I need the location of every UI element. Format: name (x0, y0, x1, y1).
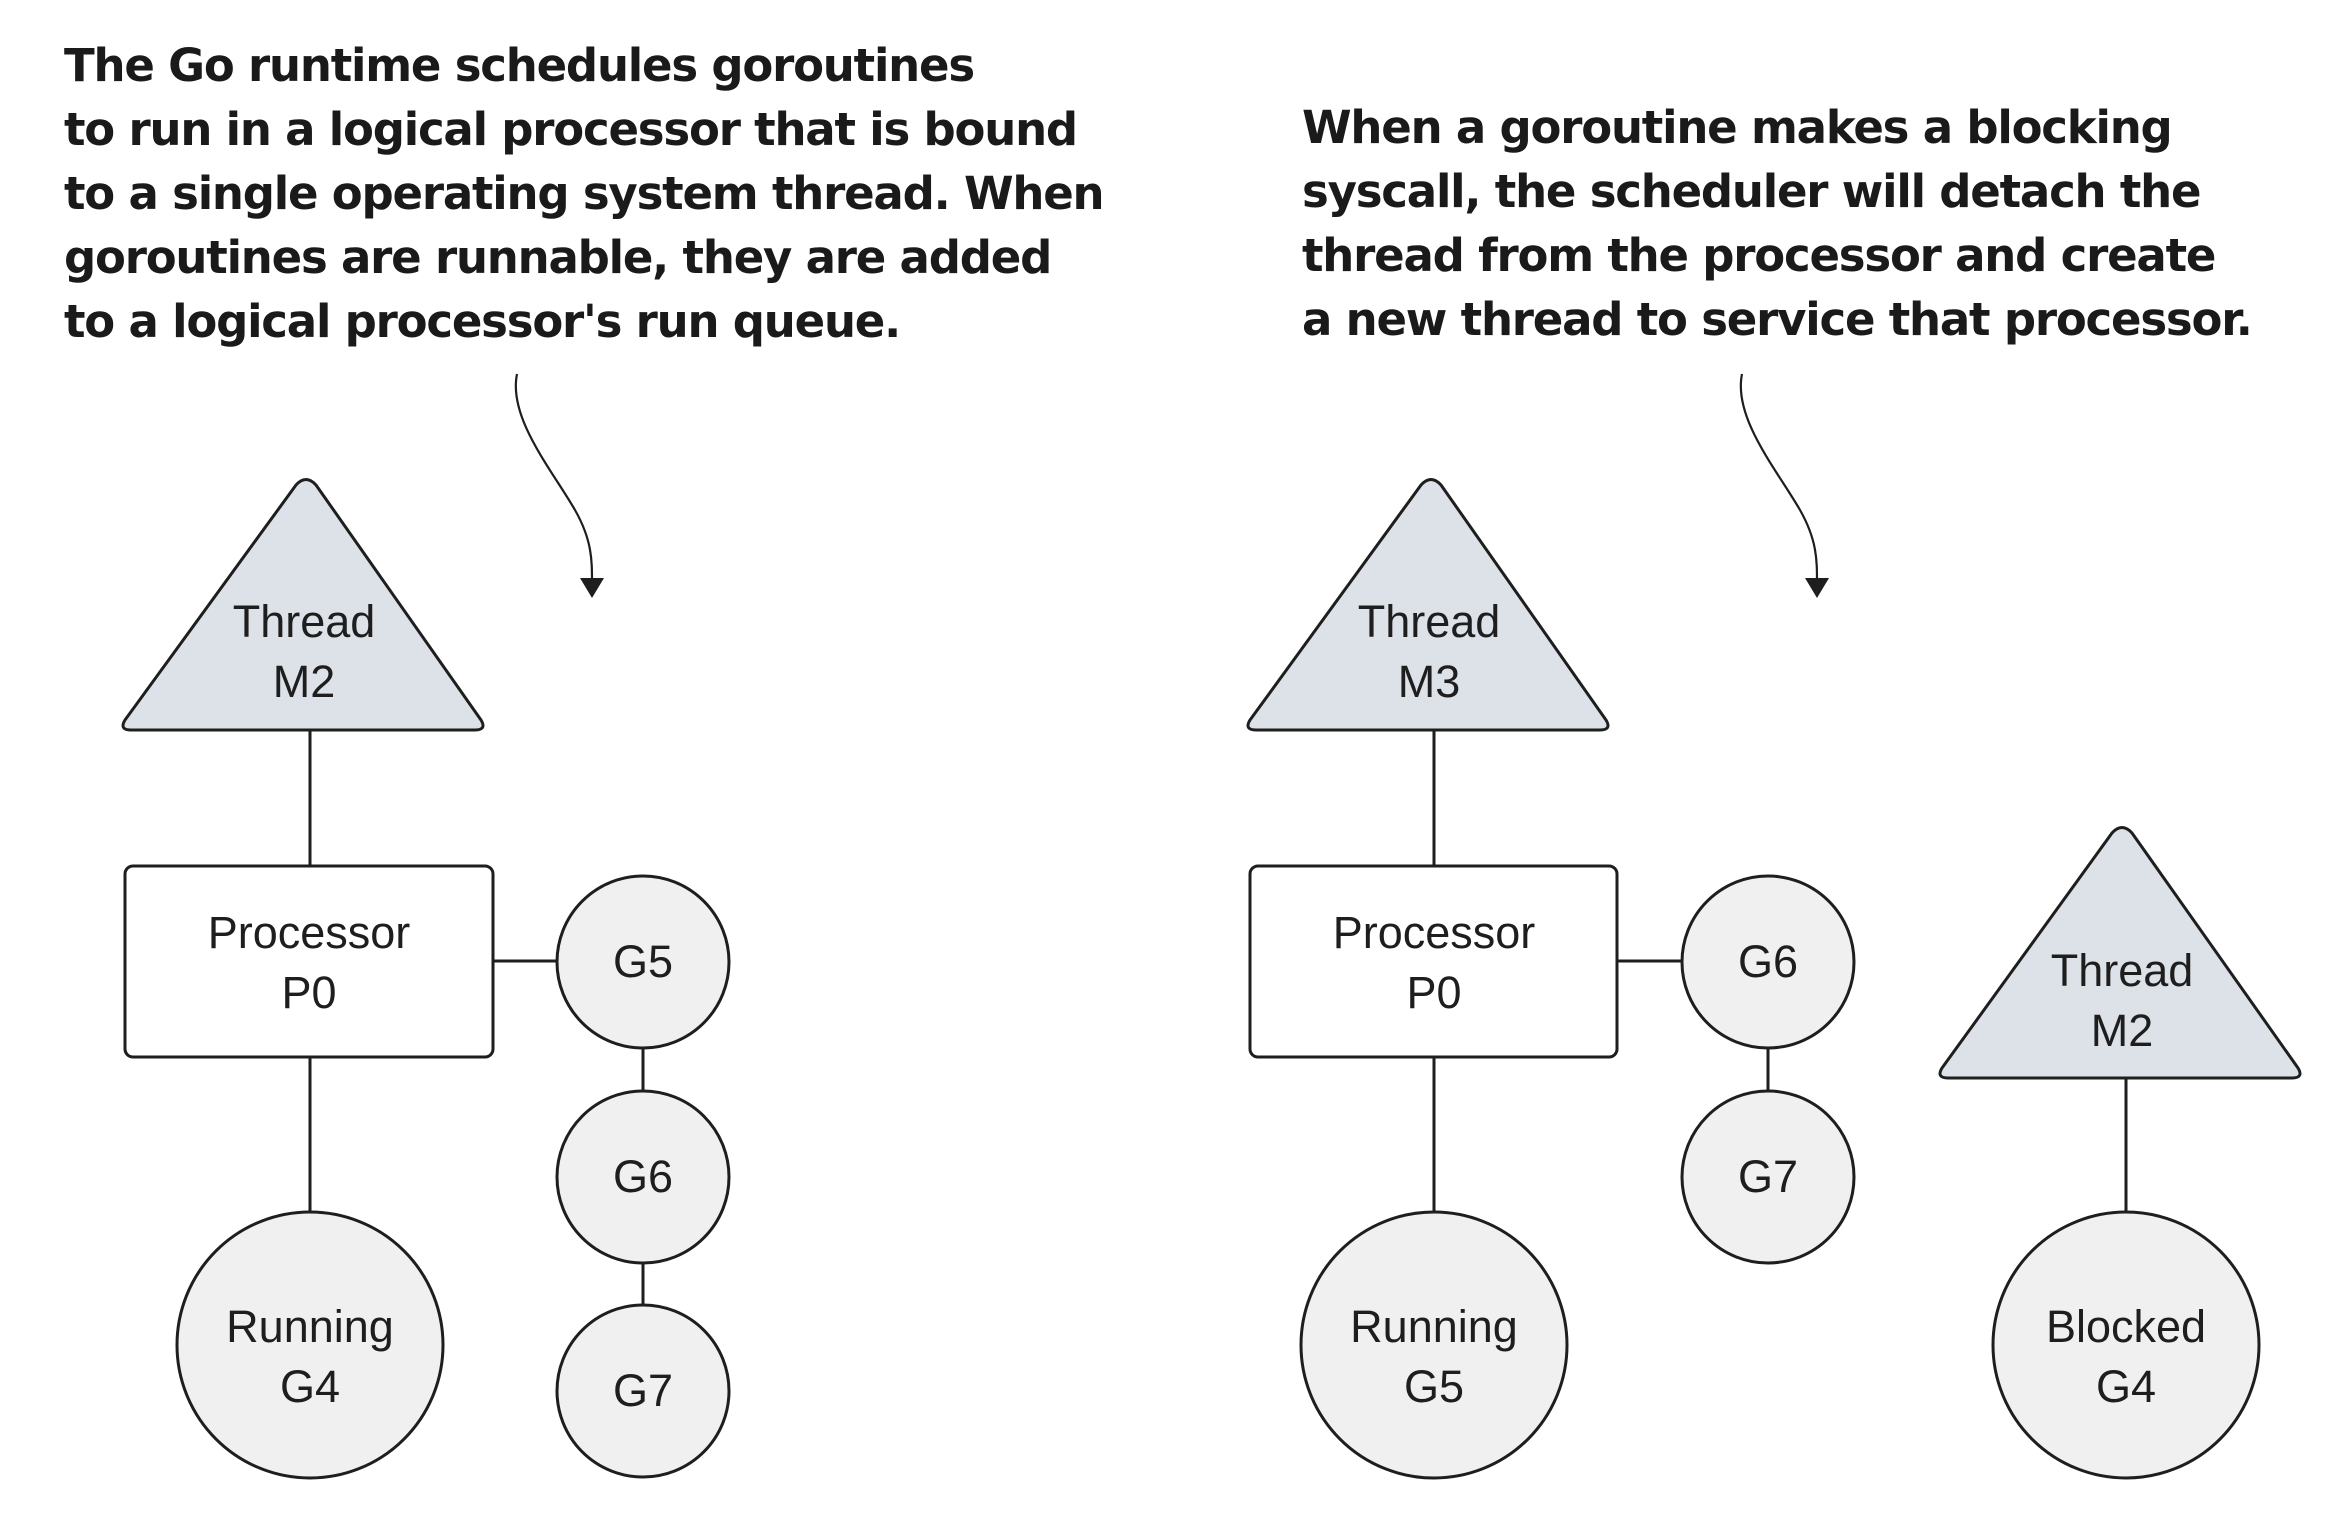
caption-right-line: a new thread to service that processor. (1302, 293, 2253, 346)
queued-goroutine (1680, 874, 1856, 1050)
caption-left: The Go runtime schedules goroutines to r… (64, 34, 1105, 354)
queued-goroutine (555, 1089, 731, 1265)
queued-goroutine (1680, 1089, 1856, 1265)
queued-goroutine (555, 874, 731, 1050)
caption-left-line: goroutines are runnable, they are added (64, 231, 1052, 284)
thread-triangle (1246, 478, 1610, 732)
caption-left-line: to a logical processor's run queue. (64, 295, 901, 348)
blocked-id: G4 (2096, 1361, 2156, 1412)
caption-left-line: to run in a logical processor that is bo… (64, 103, 1078, 156)
caption-left-line: The Go runtime schedules goroutines (64, 39, 975, 92)
caption-left-line: to a single operating system thread. Whe… (64, 167, 1105, 220)
processor-id: P0 (281, 967, 336, 1018)
right-panel: Thread M3 Processor P0 Running G5 G6 G7 … (1246, 373, 2302, 1480)
processor-box (123, 864, 495, 1059)
queued-goroutine-label: G6 (613, 1151, 673, 1202)
queued-goroutine-label: G5 (613, 936, 673, 987)
thread-triangle (121, 478, 485, 732)
thread-id: M2 (273, 656, 336, 707)
callout-arrowhead-left (580, 578, 604, 598)
callout-arrow-right (1739, 373, 1819, 583)
processor-label: Processor (208, 907, 411, 958)
thread-id: M3 (1398, 656, 1461, 707)
running-goroutine (1299, 1210, 1569, 1480)
caption-right-line: syscall, the scheduler will detach the (1302, 165, 2202, 218)
running-id: G4 (280, 1361, 340, 1412)
left-panel: Thread M2 Processor P0 Running G4 G5 G6 … (121, 373, 731, 1480)
callout-arrowhead-right (1805, 578, 1829, 598)
processor-id: P0 (1406, 967, 1461, 1018)
callout-arrow-left (514, 373, 594, 583)
blocked-label: Blocked (2046, 1301, 2206, 1352)
blocked-goroutine (1991, 1210, 2261, 1480)
detached-thread-id: M2 (2091, 1005, 2154, 1056)
caption-right: When a goroutine makes a blocking syscal… (1302, 96, 2253, 352)
caption-right-line: When a goroutine makes a blocking (1302, 101, 2173, 154)
running-label: Running (226, 1301, 394, 1352)
detached-thread-triangle (1938, 826, 2302, 1080)
queued-goroutine-label: G7 (1738, 1151, 1798, 1202)
thread-label: Thread (1358, 596, 1501, 647)
thread-label: Thread (233, 596, 376, 647)
queued-goroutine (555, 1303, 731, 1479)
running-goroutine (175, 1210, 445, 1480)
detached-thread-label: Thread (2051, 945, 2194, 996)
caption-right-line: thread from the processor and create (1302, 229, 2216, 282)
running-id: G5 (1404, 1361, 1464, 1412)
queued-goroutine-label: G6 (1738, 936, 1798, 987)
queued-goroutine-label: G7 (613, 1365, 673, 1416)
running-label: Running (1350, 1301, 1518, 1352)
processor-label: Processor (1333, 907, 1536, 958)
processor-box (1248, 864, 1619, 1059)
